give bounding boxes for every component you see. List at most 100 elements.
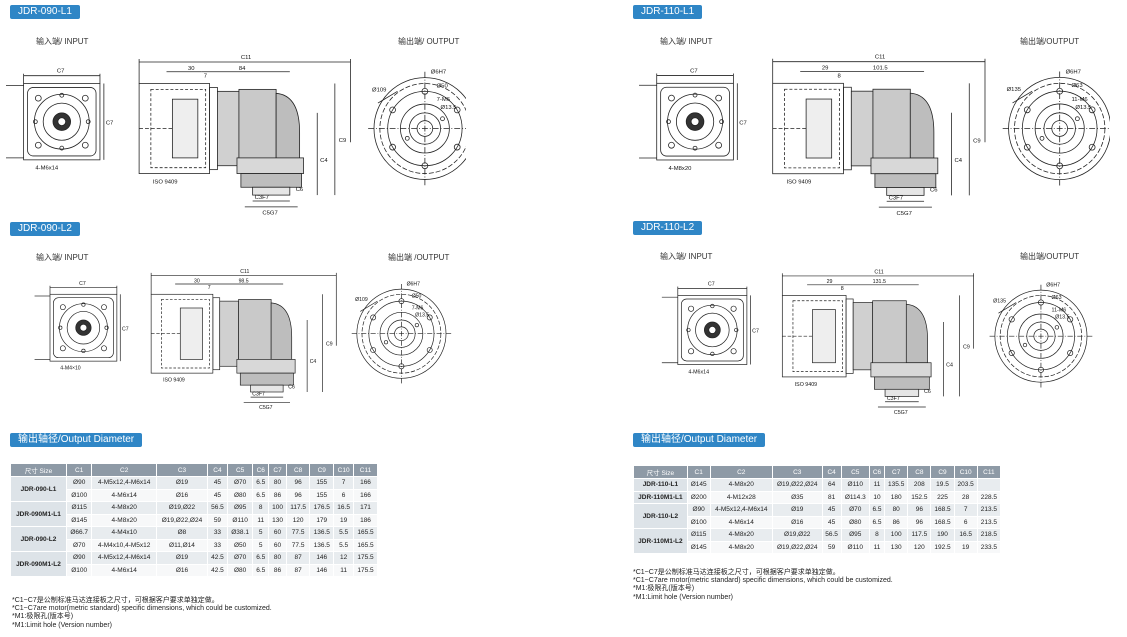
table-cell: Ø19,Ø22,Ø24 <box>772 540 823 554</box>
column-header: C3 <box>155 463 209 477</box>
table-cell: Ø70 <box>226 551 254 565</box>
dim-offset: 30 <box>188 66 195 72</box>
table-cell: 146 <box>309 551 335 565</box>
table-cell: 56.5 <box>821 528 842 542</box>
section-title-090-l2: JDR-090-L2 <box>10 222 80 236</box>
footnote-line: *C1~C7是公制标准马达连接板之尺寸，可根据客户要求单独定做。 <box>12 597 219 604</box>
table-cell: 117.5 <box>907 528 932 542</box>
table-cell: 87 <box>285 563 311 577</box>
table-cell: Ø19,Ø22 <box>772 528 823 542</box>
table-cell: 19 <box>333 513 355 527</box>
input-label: 输入端/ INPUT <box>660 252 713 261</box>
dim-7: 7 <box>208 285 211 291</box>
table-cell: 100 <box>268 501 287 515</box>
table-cell: Ø95 <box>840 528 870 542</box>
column-header: C4 <box>207 463 228 477</box>
table-cell: 96 <box>285 488 311 502</box>
table-cell: 186 <box>353 513 378 527</box>
table-cell: 42.5 <box>207 551 228 565</box>
table-cell: 166 <box>353 476 378 490</box>
drawing-jdr-090-l1: C7 4-M6x14 C7 C11 30 7 <box>6 44 466 216</box>
table-cell: 86 <box>884 515 909 529</box>
dim-c9: C9 <box>973 138 981 144</box>
table-cell: 4-M8x20 <box>709 540 774 554</box>
model-cell: JDR-090-L1 <box>10 476 67 502</box>
dim-7: 7 <box>204 74 207 80</box>
table-cell: 6.5 <box>252 551 270 565</box>
table-cell: 11 <box>868 478 886 492</box>
iso-label: ISO 9409 <box>786 180 811 186</box>
input-view <box>6 73 105 161</box>
footnote-line: *C1~C7are motor(metric standard) specifi… <box>12 605 272 613</box>
table-cell: 100 <box>884 528 909 542</box>
table-cell: 80 <box>884 503 909 517</box>
side-view <box>138 59 351 208</box>
table-cell: 80 <box>268 476 287 490</box>
dim-bore: Ø63 <box>1071 83 1083 89</box>
column-header: C3 <box>772 465 823 479</box>
dim-threads: 7-M6 <box>412 306 424 312</box>
table-cell: 60 <box>268 526 287 540</box>
output-view <box>989 284 1093 388</box>
table-cell: 81 <box>821 490 842 504</box>
footnotes-right: *C1~C7是公制标准马达连接板之尺寸，可根据客户要求单独定做。*C1~C7ar… <box>633 569 893 602</box>
dim-counterbore: Ø13.5 <box>415 313 429 319</box>
table-cell: Ø35 <box>772 490 823 504</box>
table-cell: 176.5 <box>309 501 335 515</box>
dim-bore: Ø63 <box>1052 295 1062 301</box>
table-cell: 45 <box>821 515 842 529</box>
table-cell: Ø95 <box>226 501 254 515</box>
dim-c11: C11 <box>874 269 883 275</box>
table-cell: 28 <box>953 490 978 504</box>
table-cell: 4-M8x20 <box>91 513 157 527</box>
dim-counterbore: Ø13.5 <box>1055 314 1069 320</box>
table-cell: Ø115 <box>65 501 93 515</box>
dim-pcd: Ø109 <box>355 297 368 303</box>
column-header: C9 <box>930 465 955 479</box>
dim-c7: C7 <box>79 281 86 287</box>
column-header: 尺寸 Size <box>633 465 688 479</box>
table-cell: 6 <box>333 488 355 502</box>
table-cell: 12 <box>333 551 355 565</box>
dim-c9: C9 <box>963 345 970 351</box>
column-header: C2 <box>709 465 774 479</box>
table-cell: 175.5 <box>353 551 378 565</box>
footnotes-left: *C1~C7是公制标准马达连接板之尺寸，可根据客户要求单独定做。*C1~C7ar… <box>12 597 272 630</box>
dim-pcd: Ø135 <box>993 299 1006 305</box>
dim-c6: C6 <box>924 389 931 395</box>
table-cell: 130 <box>268 513 287 527</box>
table-cell: Ø16 <box>155 563 209 577</box>
model-cell: JDR-090M1-L2 <box>10 551 67 577</box>
table-cell: 16.5 <box>953 528 978 542</box>
table-cell: 228.5 <box>976 490 1002 504</box>
dim-offset: 30 <box>194 278 200 284</box>
table-cell: 11 <box>333 563 355 577</box>
dim-length: 84 <box>239 66 246 72</box>
table-cell: Ø80 <box>226 488 254 502</box>
table-cell: Ø100 <box>686 515 711 529</box>
model-cell: JDR-090-L2 <box>10 526 67 552</box>
input-view <box>34 285 121 362</box>
technical-drawing: C7 4-M6x14 C7 C11 30 7 <box>6 55 466 216</box>
table-cell: Ø90 <box>686 503 711 517</box>
footnote-line: *M1:Limit hole (Version number) <box>633 593 733 601</box>
footnote-line: *M1:Limit hole (Version number) <box>12 621 112 629</box>
table-cell: Ø50 <box>226 538 254 552</box>
table-cell: Ø80 <box>226 563 254 577</box>
dim-threads: 11-M6 <box>1052 307 1067 313</box>
table-cell: Ø114.3 <box>840 490 870 504</box>
table-cell: 11 <box>868 540 886 554</box>
table-cell: 136.5 <box>309 526 335 540</box>
table-cell: 4-M4x10,4-M5x12 <box>91 538 157 552</box>
table-cell: Ø38.1 <box>226 526 254 540</box>
column-header: C10 <box>333 463 355 477</box>
table-cell: Ø115 <box>686 528 711 542</box>
column-header: C6 <box>252 463 270 477</box>
table-cell: 5 <box>252 538 270 552</box>
